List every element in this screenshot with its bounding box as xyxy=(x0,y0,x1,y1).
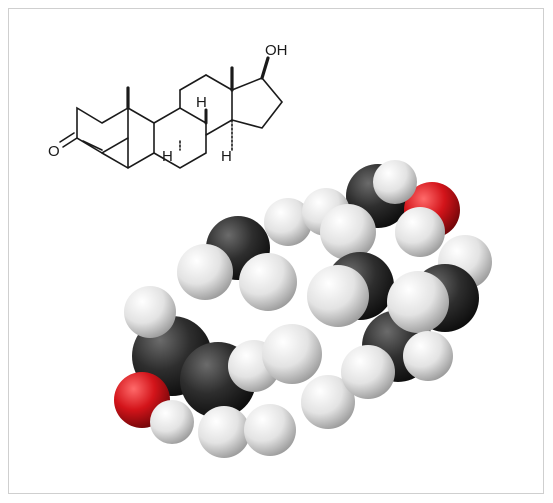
oxygen-label-ketone: O xyxy=(48,143,60,160)
ring-d-bonds xyxy=(231,77,284,129)
hydrogen-atom xyxy=(177,244,233,300)
ring-a-bonds xyxy=(76,106,129,154)
ketone-bond-double xyxy=(59,132,75,143)
ketone-bond xyxy=(62,137,78,148)
skeletal-structure: O OH H H H xyxy=(48,42,288,169)
hydrogen-atom xyxy=(301,375,355,429)
hydrogen-atom xyxy=(403,331,453,381)
ring-c-bonds xyxy=(153,107,207,169)
double-bond-c4-c5 xyxy=(82,140,103,151)
hydrogen-atom xyxy=(124,286,176,338)
hydrogen-atom xyxy=(244,404,296,456)
hydrogen-label-lower-right: H xyxy=(221,148,232,165)
hydrogen-atom xyxy=(307,265,369,327)
hydrogen-atom xyxy=(373,160,417,204)
ring-c-bond-3 xyxy=(179,74,207,91)
ring-c-bond-6 xyxy=(205,119,233,136)
hydrogen-atom xyxy=(341,345,395,399)
hydrogen-atom xyxy=(395,207,445,257)
hydrogen-atom xyxy=(262,324,322,384)
hydrogen-atom xyxy=(239,253,297,311)
hydrogen-atom xyxy=(387,271,449,333)
hydrogen-atom xyxy=(150,400,194,444)
hydroxyl-label: OH xyxy=(265,42,288,59)
hydrogen-atom xyxy=(264,198,312,246)
hydrogen-atom xyxy=(320,204,376,260)
ring-c-bond-4 xyxy=(205,74,233,91)
hydrogen-atom xyxy=(198,406,250,458)
space-filling-model xyxy=(114,160,492,458)
oh-bond xyxy=(260,56,270,80)
hydrogen-label-upper: H xyxy=(196,94,207,111)
hydrogen-label-lower-left: H xyxy=(162,148,173,165)
